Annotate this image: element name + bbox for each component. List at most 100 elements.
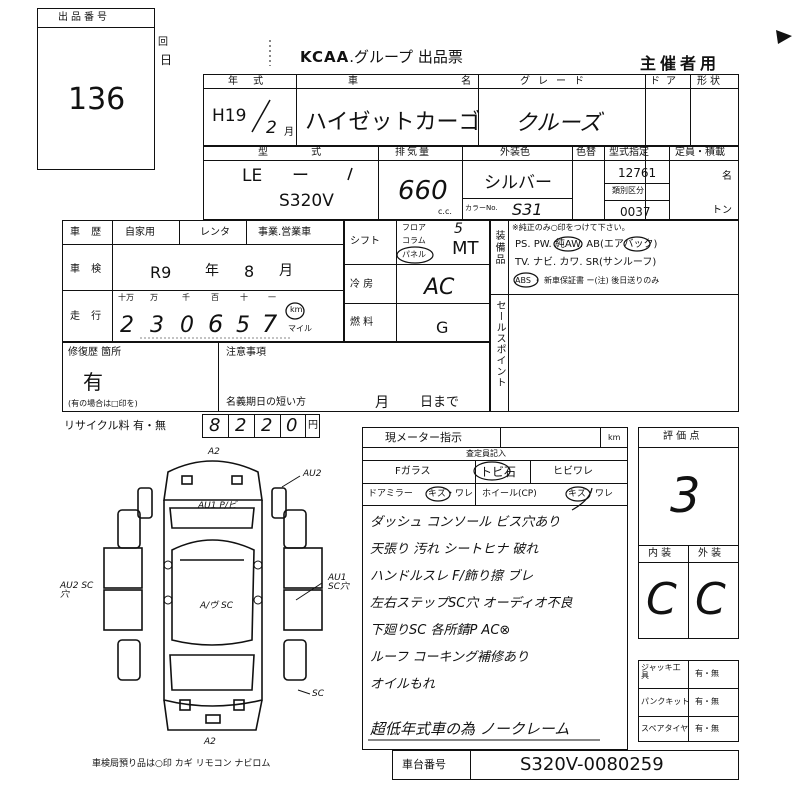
shape-label: 形状: [697, 76, 723, 87]
notes-label: 注意事項: [226, 347, 266, 358]
grade-label: グレード: [520, 76, 592, 87]
crack-label: ヒビワレ: [553, 466, 593, 477]
stored-items-note: 車検局預り品は○印 カギ リモコン ナビロム: [92, 759, 271, 769]
shift-floor[interactable]: フロア: [402, 223, 426, 232]
shaken-year-unit: 年: [205, 263, 219, 279]
recycle-digit-2: 2: [235, 415, 247, 436]
category-value: 0037: [620, 205, 651, 219]
remark-line-2: 天張り 汚れ シートヒナ 破れ: [370, 542, 539, 557]
mile-label: マイル: [288, 324, 312, 333]
score-value: 3: [670, 468, 701, 524]
puncture-kit-label: パンクキット: [641, 697, 690, 706]
year-era: H19: [212, 106, 247, 126]
diagram-mark-roof: A/ヴ SC: [200, 601, 234, 611]
color-value: シルバー: [484, 173, 552, 193]
shaken-label: 車 検: [70, 264, 106, 275]
shaken-month-unit: 月: [279, 263, 293, 279]
wheel-label: ホイール(CP): [482, 489, 537, 499]
history-business[interactable]: 事業.営業車: [258, 227, 312, 238]
form-title: KCAA.グループ 出品票: [300, 50, 463, 65]
model-dash: ー: [292, 166, 309, 186]
cc-label: 排気量: [395, 147, 431, 158]
deadline-month-unit: 月: [375, 395, 389, 411]
meter-unit: km: [608, 433, 621, 442]
shift-count: 5: [454, 221, 463, 237]
type-designation-value: 12761: [618, 166, 657, 180]
model-label: 型 式: [258, 147, 342, 158]
repair-label: 修復歴 箇所: [68, 347, 122, 358]
color-label: 外装色: [500, 147, 530, 158]
sales-point-label: セールスポイント: [494, 300, 505, 388]
equipment-line-2: TV. ナビ. カワ. SR(サンルーフ): [515, 257, 657, 268]
recycle-yen: 円: [308, 420, 318, 431]
chassis-number-value: S320V-0080259: [520, 754, 664, 775]
repair-block: [62, 342, 490, 412]
repair-value: 有: [83, 370, 103, 394]
paint-change-label: 色替: [576, 147, 596, 158]
year-label: 年 式: [228, 76, 270, 87]
header-fragment-1: 回: [158, 37, 168, 48]
remark-conclusion: 超低年式車の為 ノークレーム: [370, 720, 570, 738]
model-prefix: LE: [242, 166, 263, 186]
header-fragment-2: 日: [160, 53, 173, 67]
diagram-mark-left-step: AU2 SC穴: [60, 581, 94, 600]
digit-header-1: 一: [268, 293, 276, 302]
vehicle-name: ハイゼットカーゴ: [305, 110, 481, 135]
remark-line-6: ルーフ コーキング補修あり: [370, 650, 529, 665]
recycle-digits-box: [202, 414, 320, 438]
diagram-mark-front: A2: [208, 447, 220, 457]
type-designation-label: 型式指定: [609, 147, 649, 158]
remark-line-4: 左右ステップSC穴 オーディオ不良: [370, 596, 573, 611]
door-mirror-label: ドアミラー: [368, 489, 413, 499]
lot-number-value: 136: [68, 82, 126, 117]
shaken-month: 8: [244, 262, 255, 281]
diagram-mark-right-step: AU1 SC穴: [328, 573, 349, 592]
digit-header-10: 十: [240, 293, 248, 302]
recycle-digit-3: 2: [261, 415, 273, 436]
equipment-line-3: ABS ・ 新車保証書 ー(注) 後日送りのみ: [515, 276, 660, 285]
model-code: S320V: [279, 191, 334, 211]
ac-label: 冷 房: [350, 279, 374, 290]
spec-block: [344, 220, 490, 342]
fuel-value: G: [436, 318, 449, 337]
lot-number-box: 出品番号 136: [37, 8, 155, 170]
inspector-label: 査定員記入: [466, 449, 506, 458]
diagram-mark-front-right: AU2: [303, 469, 322, 479]
jack-value[interactable]: 有・無: [695, 669, 719, 678]
color-number-label: カラーNo.: [465, 204, 498, 212]
color-number: S31: [512, 200, 543, 219]
mileage-label: 走 行: [70, 311, 106, 322]
meter-label: 現メーター指示: [385, 431, 462, 444]
vehicle-info-table: [203, 74, 739, 220]
equipment-note: ※純正のみ○印をつけて下さい。: [512, 223, 630, 232]
mileage-digit-2: 3: [150, 313, 164, 338]
exterior-label: 外 装: [698, 548, 722, 559]
shift-column[interactable]: コラム: [402, 236, 426, 245]
jack-label: ジャッキ工具: [641, 663, 681, 680]
lot-number-label: 出品番号: [58, 12, 110, 23]
equipment-label: 装備品: [493, 230, 504, 266]
diagram-mark-rear: A2: [204, 737, 216, 747]
chassis-number-label: 車台番号: [402, 758, 446, 771]
shift-label: シフト: [350, 236, 380, 247]
f-glass-label: Fガラス: [395, 466, 431, 477]
history-rental[interactable]: レンタ: [200, 227, 230, 238]
recycle-digit-4: 0: [286, 415, 298, 436]
mileage-digit-4: 6: [208, 310, 224, 338]
digit-header-1k: 千: [182, 293, 190, 302]
name-label: 車 名: [348, 76, 522, 87]
fuel-label: 燃 料: [350, 317, 374, 328]
puncture-kit-value[interactable]: 有・無: [695, 697, 719, 706]
chassis-number-box: [392, 750, 739, 780]
capacity-unit-tons: トン: [712, 205, 732, 216]
history-block: [62, 220, 344, 342]
remark-line-1: ダッシュ コンソール ビス穴あり: [370, 515, 561, 530]
history-private[interactable]: 自家用: [125, 227, 155, 238]
grade-value: クルーズ: [515, 111, 602, 136]
spare-tire-value[interactable]: 有・無: [695, 724, 719, 733]
organizer-label: 主催者用: [640, 54, 721, 73]
year-month-unit: 月: [284, 127, 294, 138]
capacity-label: 定員・積載: [675, 147, 725, 158]
remark-line-3: ハンドルスレ F/飾り擦 ブレ: [370, 569, 534, 584]
